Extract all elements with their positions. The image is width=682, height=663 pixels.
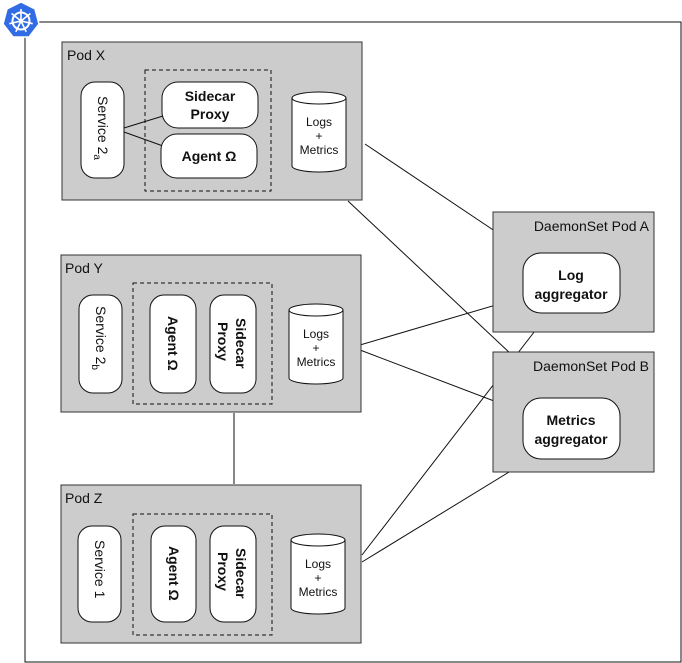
pod-x-storage-top <box>291 91 347 105</box>
pod-x-service-node <box>80 81 125 179</box>
pod-y-storage-body <box>288 310 344 385</box>
pod-z-sidecar-line1: Sidecar <box>233 548 249 599</box>
pod-z-sidecar-line2: Proxy <box>215 552 231 591</box>
pod-y-title: Pod Y <box>65 260 104 276</box>
pod-x-service-sub: a <box>91 154 102 160</box>
pod-x-storage-icon <box>291 91 347 173</box>
pod-z-service-label: Service 1 <box>92 540 108 599</box>
pod-z-title: Pod Z <box>65 490 103 506</box>
log-aggregator-line1: Log <box>558 267 584 283</box>
pod-y-sidecar-line2: Proxy <box>215 322 231 361</box>
pod-x-storage-line2: + <box>315 129 322 143</box>
pod-x-agent-node <box>160 133 258 179</box>
pod-z-agent-node <box>150 525 197 623</box>
edge-podz-metrics-aggregator <box>361 457 533 563</box>
pod-y-storage-line1: Logs <box>303 327 329 341</box>
pod-z-service-node <box>77 525 122 623</box>
pod-x-storage-line1: Logs <box>306 115 332 129</box>
daemonset-pod-b: DaemonSet Pod B Metrics aggregator <box>492 351 655 473</box>
daemonset-a-title: DaemonSet Pod A <box>534 218 650 234</box>
edge-service2a-agent <box>123 131 164 147</box>
pod-x-title: Pod X <box>67 47 106 63</box>
pod-y-service-label: Service 2b <box>89 306 109 370</box>
pod-y-service-text: Service 2 <box>93 306 109 365</box>
pod-x: Pod X Service 2a Sidecar Proxy Agent Ω L… <box>61 41 363 201</box>
pod-x-storage-line3: Metrics <box>300 143 339 157</box>
metrics-aggregator-line1: Metrics <box>546 412 595 428</box>
pod-y-storage-line2: + <box>312 341 319 355</box>
pod-y-sidecar-node <box>209 294 257 394</box>
pod-y-storage-line3: Metrics <box>297 355 336 369</box>
pod-x-service-text: Service 2 <box>95 96 111 155</box>
log-aggregator-line2: aggregator <box>534 286 608 302</box>
cluster-frame <box>24 21 682 663</box>
pod-z-storage-line2: + <box>314 571 321 585</box>
pod-y: Pod Y Service 2b Agent Ω Sidecar Proxy L… <box>60 254 362 413</box>
pod-z-storage-line1: Logs <box>305 557 331 571</box>
pod-z-agent-label: Agent Ω <box>166 546 182 601</box>
pod-z-storage-top <box>290 533 346 547</box>
pod-z-storage-icon <box>290 533 346 615</box>
pod-z: Pod Z Service 1 Agent Ω Sidecar Proxy Lo… <box>60 484 362 644</box>
pod-z-storage-line3: Metrics <box>299 585 338 599</box>
metrics-aggregator-node <box>522 397 621 460</box>
pod-x-sidecar-line1: Sidecar <box>185 88 236 104</box>
log-aggregator-node <box>522 252 621 314</box>
pod-y-storage-icon <box>288 303 344 385</box>
kubernetes-wheel-icon <box>2 1 40 38</box>
pod-x-storage-body <box>291 98 347 173</box>
edge-service2a-sidecar <box>123 115 164 129</box>
pod-y-storage-top <box>288 303 344 317</box>
logo-wheel-spokes <box>9 9 33 33</box>
pod-y-sidecar-group <box>132 282 273 405</box>
pod-x-service-label: Service 2a <box>91 96 111 160</box>
pod-y-agent-label: Agent Ω <box>165 316 181 371</box>
pod-z-sidecar-group <box>132 513 273 636</box>
pod-x-sidecar-node <box>161 81 259 129</box>
pod-y-service-node <box>78 294 123 394</box>
metrics-aggregator-line2: aggregator <box>534 431 608 447</box>
pod-z-storage-body <box>290 540 346 615</box>
pod-x-sidecar-line2: Proxy <box>191 106 230 122</box>
daemonset-pod-a: DaemonSet Pod A Log aggregator <box>492 211 655 333</box>
pod-y-service-sub: b <box>89 364 100 370</box>
pod-y-agent-node <box>149 294 197 394</box>
pod-z-sidecar-node <box>209 525 257 623</box>
pod-x-sidecar-group <box>144 69 272 192</box>
pod-x-agent-label: Agent Ω <box>182 148 237 164</box>
pod-y-sidecar-line1: Sidecar <box>233 318 249 369</box>
daemonset-b-title: DaemonSet Pod B <box>533 358 649 374</box>
